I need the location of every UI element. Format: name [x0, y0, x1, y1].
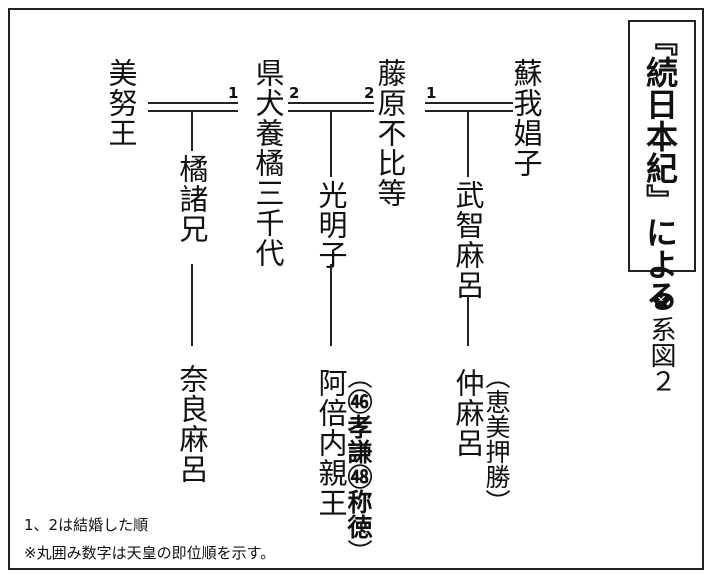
person-fuhito: 藤原不比等: [373, 58, 407, 208]
marriage-order: 1: [228, 84, 239, 102]
emperor-number: ㊻: [344, 389, 373, 414]
descent-line: [191, 264, 193, 346]
paren: （: [344, 364, 373, 389]
emperor-name: 称徳: [344, 489, 373, 539]
emperor-number: ㊽: [344, 464, 373, 489]
descent-line: [330, 264, 332, 346]
person-moroe: 橘諸兄: [175, 154, 209, 244]
person-komyoshi: 光明子: [314, 180, 348, 270]
emperor-name: 孝謙: [344, 414, 373, 464]
title-box: [628, 20, 696, 272]
diagram-title: 『続日本紀』による: [641, 24, 679, 312]
figure-label: ❖系図２: [646, 286, 676, 394]
descent-line: [467, 296, 469, 346]
person-abe: 阿倍内親王: [314, 368, 348, 518]
marriage-line: [288, 102, 374, 104]
person-muchimaro: 武智麻呂: [451, 180, 485, 300]
descent-line: [467, 111, 469, 177]
marriage-line: [425, 110, 513, 112]
person-nakamaro: 仲麻呂: [451, 368, 485, 458]
descent-line: [330, 111, 332, 177]
marriage-line: [425, 102, 513, 104]
abe-note: （㊻孝謙㊽称徳）: [344, 364, 373, 564]
person-michiyo: 県犬養橘三千代: [251, 58, 285, 268]
frame-border: [8, 8, 704, 570]
marriage-order: 1: [426, 84, 437, 102]
marriage-order: 2: [289, 84, 300, 102]
paren: ）: [344, 539, 373, 564]
marriage-order: 2: [364, 84, 375, 102]
person-naramaro: 奈良麻呂: [175, 364, 209, 484]
descent-line: [191, 111, 193, 151]
marriage-line: [148, 110, 238, 112]
person-shoshi: 蘇我娼子: [509, 58, 543, 178]
nakamaro-note: （恵美押勝）: [482, 364, 511, 514]
footer-note-1: 1、2は結婚した順: [24, 516, 149, 534]
marriage-line: [148, 102, 238, 104]
person-minu: 美努王: [104, 58, 138, 148]
footer-note-2: ※丸囲み数字は天皇の即位順を示す。: [24, 544, 276, 562]
